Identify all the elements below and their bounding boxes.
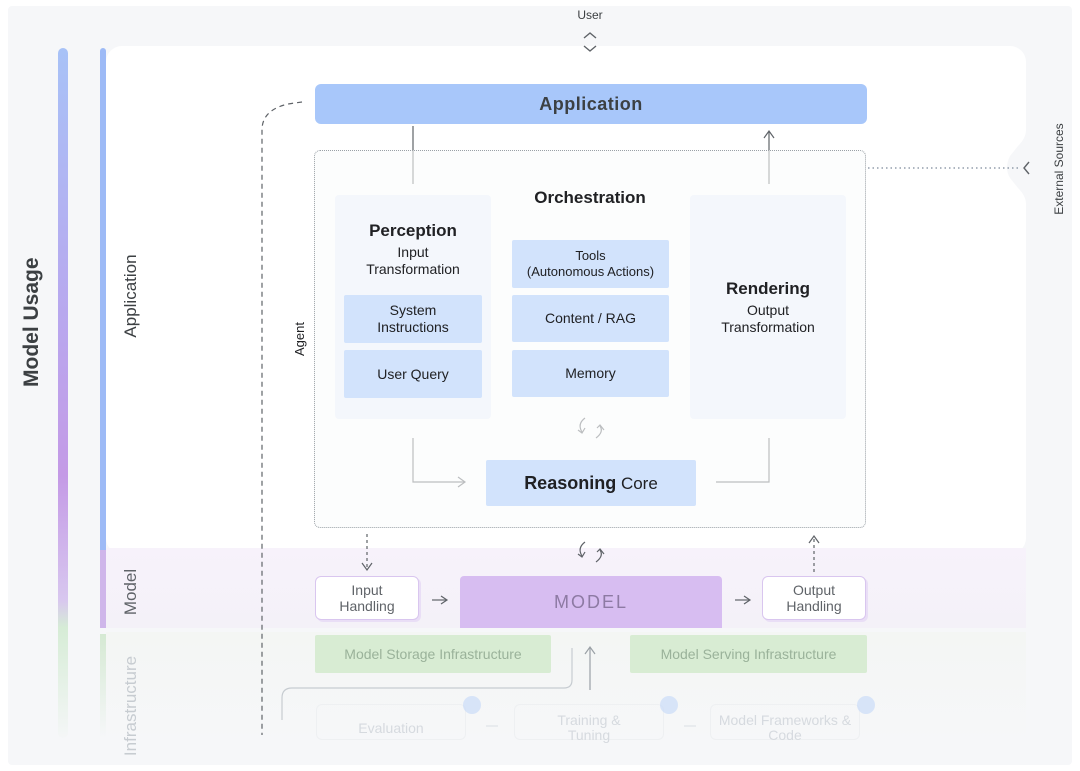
tools-box[interactable]: Tools (Autonomous Actions) [512, 240, 669, 288]
user-tab [568, 46, 614, 74]
model-bar[interactable]: MODEL [460, 576, 722, 628]
output-handling-label: Output Handling [786, 582, 842, 614]
user-query-label: User Query [377, 365, 449, 382]
reasoning-label: Reasoning [524, 473, 617, 493]
rendering-title: Rendering [725, 279, 811, 298]
model-layer-bar [100, 550, 106, 628]
arrow-up-icon [763, 129, 775, 139]
model-serving-infrastructure-box[interactable]: Model Serving Infrastructure [630, 635, 867, 673]
training-tuning-box[interactable]: Training & Tuning [514, 704, 664, 743]
system-instructions-label: System Instructions [377, 302, 449, 335]
infra-loop-line [281, 648, 573, 720]
arrow-right-icon [440, 595, 449, 605]
orchestration-title: Orchestration [534, 188, 646, 207]
rendering-panel: Rendering Output Transformation [690, 195, 846, 419]
arrow-up-icon [808, 534, 820, 544]
dashed-loop-line [261, 101, 303, 735]
core-label: Core [620, 474, 658, 493]
system-instructions-box[interactable]: System Instructions [344, 295, 482, 343]
output-handling-box[interactable]: Output Handling [762, 576, 866, 620]
chevron-up-icon [583, 32, 597, 39]
model-frameworks-label: Model Frameworks & Code [718, 712, 852, 743]
external-tab [1007, 130, 1026, 204]
evaluation-badge-icon [463, 696, 481, 714]
model-storage-infrastructure-box[interactable]: Model Storage Infrastructure [315, 635, 551, 673]
training-badge-icon [660, 696, 678, 714]
evaluation-box[interactable]: Evaluation [316, 704, 466, 740]
arrow-up-icon [584, 645, 596, 655]
content-rag-box[interactable]: Content / RAG [512, 295, 669, 342]
chevron-left-icon [1023, 161, 1030, 175]
model-frameworks-box[interactable]: Model Frameworks & Code [710, 704, 860, 743]
infrastructure-layer-band [106, 632, 1026, 742]
perception-title: Perception [369, 221, 457, 240]
arrow-down-icon [361, 562, 373, 572]
frameworks-badge-icon [857, 696, 875, 714]
curved-arrow-down-icon [579, 541, 586, 557]
memory-box[interactable]: Memory [512, 350, 669, 397]
application-bar[interactable]: Application [315, 84, 867, 124]
chevron-down-icon [583, 45, 597, 52]
infrastructure-layer-bar [100, 634, 106, 738]
application-layer-bar [100, 48, 106, 550]
arrow-right-icon [743, 595, 752, 605]
input-handling-label: Input Handling [339, 582, 395, 614]
input-handling-box[interactable]: Input Handling [315, 576, 419, 620]
curved-arrow-up-icon [595, 549, 602, 563]
training-tuning-label: Training & Tuning [557, 712, 621, 743]
reasoning-core-box[interactable]: Reasoning Core [486, 460, 696, 506]
user-query-box[interactable]: User Query [344, 350, 482, 398]
model-usage-bar [58, 48, 68, 738]
perception-subtitle: Input Transformation [366, 244, 460, 277]
evaluation-label: Evaluation [358, 720, 424, 736]
user-label: User [577, 8, 603, 22]
rendering-subtitle: Output Transformation [721, 302, 815, 335]
